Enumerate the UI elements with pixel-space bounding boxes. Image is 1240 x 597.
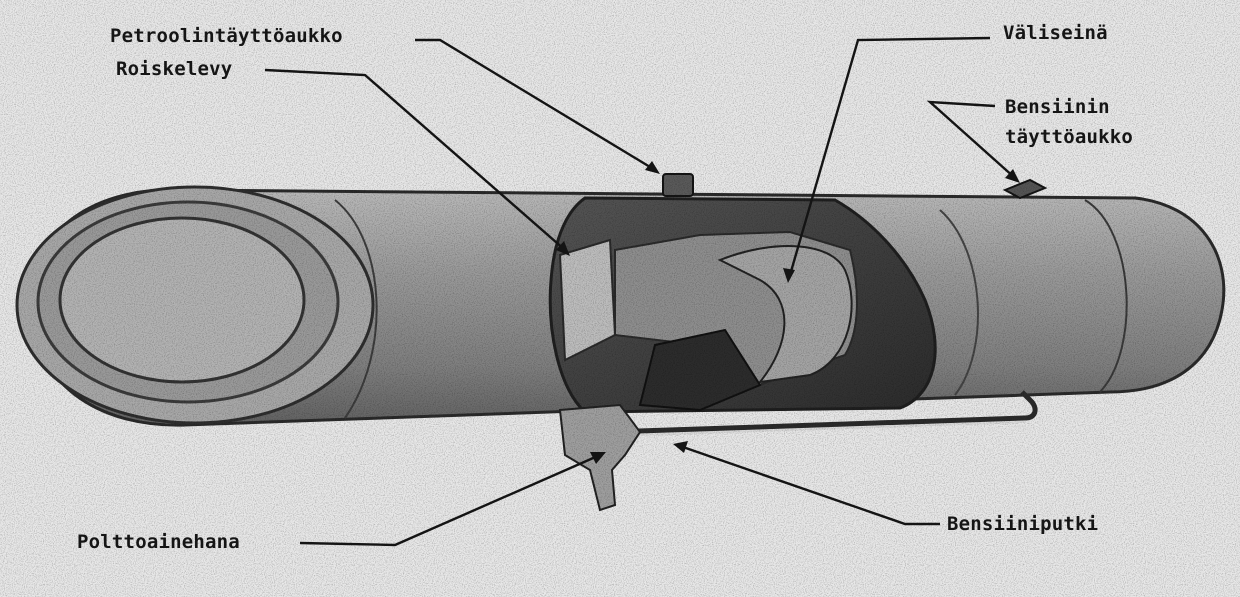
label-petrol-fill-line1: Bensiinin (1005, 96, 1110, 118)
arrow-bensiiniputki (673, 441, 688, 453)
arrow-valiseina (783, 268, 795, 283)
arrow-polttoainehana (590, 452, 606, 464)
leader-valiseina (788, 36, 991, 276)
arrow-bensiinin (1005, 169, 1020, 183)
arrow-roiskelevy (556, 241, 570, 256)
leader-petroolin (415, 38, 656, 172)
leader-roiskelevy (264, 68, 566, 251)
label-splash-plate: Roiskelevy (116, 58, 233, 80)
arrow-petroolin (645, 161, 660, 174)
label-petroolin-fill-opening: Petroolintäyttöaukko (110, 25, 343, 47)
label-fuel-tap: Polttoainehana (77, 531, 240, 553)
label-petrol-pipe: Bensiiniputki (947, 513, 1099, 535)
label-petrol-fill-line2: täyttöaukko (1005, 126, 1134, 148)
leader-lines (264, 36, 1016, 547)
leader-bensiinin (926, 100, 1016, 179)
arrow-heads (556, 161, 1020, 464)
leader-bensiiniputki (679, 444, 940, 526)
label-partition: Väliseinä (1003, 22, 1108, 44)
leader-polttoainehana (299, 453, 601, 547)
